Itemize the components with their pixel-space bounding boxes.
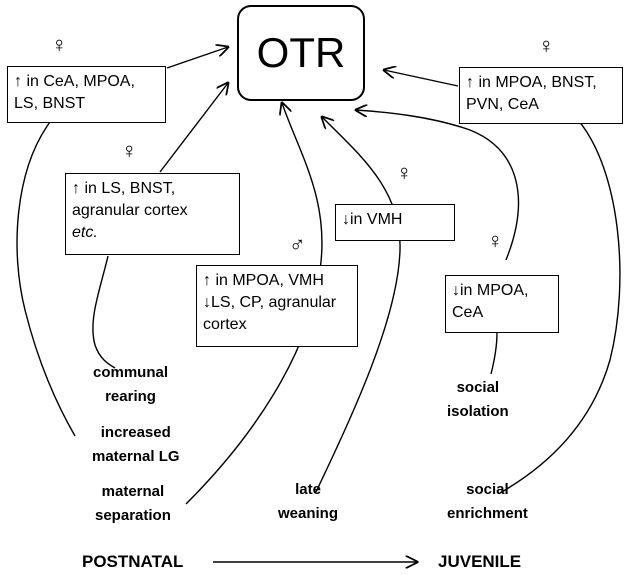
box-female-vmh: ↓in VMH <box>335 204 455 241</box>
arrow-weaning-to-otr <box>315 117 401 493</box>
female-symbol-box5: ♀ <box>487 228 504 253</box>
female-symbol-box4: ♀ <box>396 160 413 185</box>
arrow-box2-to-otr <box>159 83 228 173</box>
timeline-end-label: JUVENILE <box>438 552 522 571</box>
arrow-box5-to-otr <box>356 110 520 261</box>
box2-line-2: agranular cortex <box>72 202 188 219</box>
box5-line-2: CeA <box>452 304 484 321</box>
box1-line-1: ↑ in CeA, MPOA, <box>14 73 135 90</box>
label-maternal-separation: maternal separation <box>95 483 171 524</box>
label-increased-maternal-lg: increased maternal LG <box>92 424 180 465</box>
label-social-enrichment: social enrichment <box>447 481 528 522</box>
label-communal-rearing: communal rearing <box>93 364 169 405</box>
box-male-mpoa-vmh: ↑ in MPOA, VMH ↓LS, CP, agranular cortex <box>196 265 358 347</box>
line-box5-to-isolation <box>490 332 498 375</box>
male-symbol-box3: ♂ <box>289 232 306 257</box>
box3-line-1: ↑ in MPOA, VMH <box>203 272 324 289</box>
box1-line-2: LS, BNST <box>14 95 86 112</box>
box-female-mpoa-cea: ↓in MPOA, CeA <box>445 275 559 333</box>
box-female-mpoa-bnst-pvn-cea: ↑ in MPOA, BNST, PVN, CeA <box>459 67 623 124</box>
arrow-box1-to-otr <box>166 47 228 69</box>
label-social-isolation: social isolation <box>447 379 509 420</box>
line-box1-to-maternal-lg <box>16 121 76 437</box>
box5-line-1: ↓in MPOA, <box>452 282 529 299</box>
box2-line-1: ↑ in LS, BNST, <box>72 180 176 197</box>
box6-line-1: ↑ in MPOA, BNST, <box>466 74 597 91</box>
female-symbol-box1: ♀ <box>51 32 68 57</box>
line-box2-to-communal <box>92 255 116 369</box>
box-female-ls-bnst-agranular: ↑ in LS, BNST, agranular cortex etc. <box>65 173 240 255</box>
box3-line-3: cortex <box>203 316 247 333</box>
box-female-cea-mpoa-ls-bnst: ↑ in CeA, MPOA, LS, BNST <box>7 66 166 123</box>
line-box6-to-enrichment <box>499 119 621 494</box>
label-late-weaning: late weaning <box>278 481 339 522</box>
otr-node: OTR <box>237 5 365 101</box>
box2-line-3: etc. <box>72 224 98 241</box>
box6-line-2: PVN, CeA <box>466 96 539 113</box>
timeline-start-label: POSTNATAL <box>82 552 184 571</box>
arrow-box6-to-otr <box>384 70 459 87</box>
female-symbol-box6: ♀ <box>538 33 555 58</box>
box3-line-2: ↓LS, CP, agranular <box>203 294 337 311</box>
female-symbol-box2: ♀ <box>121 138 138 163</box>
box4-line-1: ↓in VMH <box>342 211 403 228</box>
